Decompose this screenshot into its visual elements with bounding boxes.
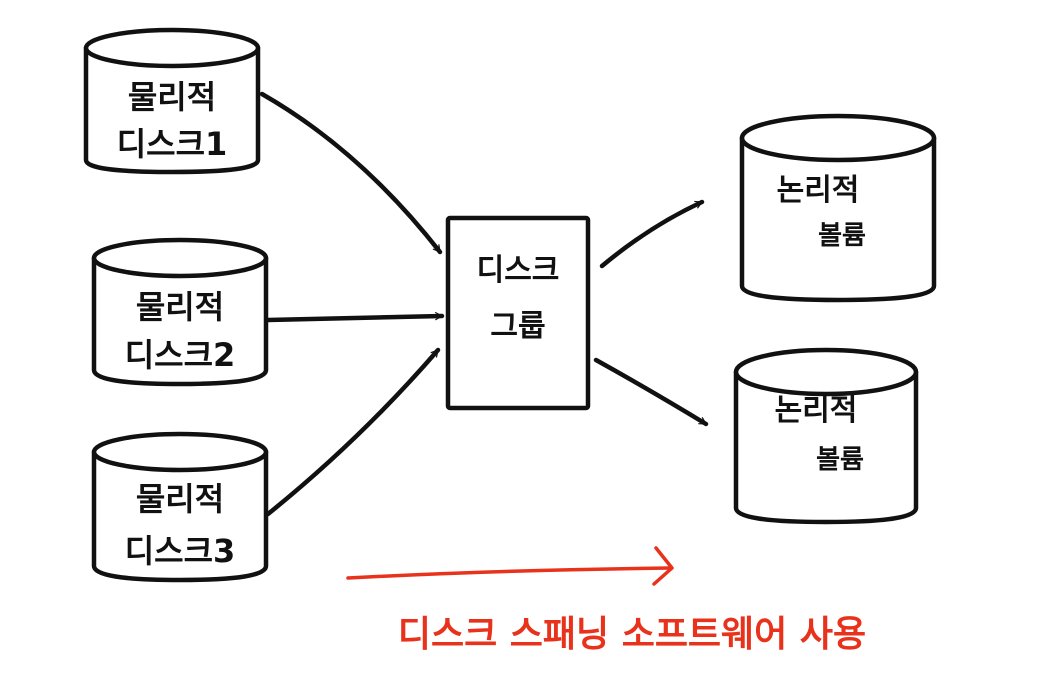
physical-disk-1-label-2: 디스크1	[117, 125, 228, 163]
arrow-disk2-to-group	[265, 311, 445, 323]
logical-volume-1: 논리적 볼륨	[739, 113, 937, 303]
disk-group: 디스크 그룹	[445, 215, 591, 411]
logical-volume-1-label-2: 볼륨	[818, 221, 866, 251]
physical-disk-2-label-2: 디스크2	[125, 336, 236, 374]
physical-disk-3-label-2: 디스크3	[125, 532, 236, 570]
logical-volume-2: 논리적 볼륨	[733, 347, 919, 525]
logical-volume-2-label-2: 볼륨	[816, 445, 864, 475]
arrow-disk3-to-group	[265, 347, 441, 517]
arrow-disk1-to-group	[259, 91, 443, 255]
arrow-group-to-volume-1	[599, 199, 705, 269]
physical-disk-2: 물리적 디스크2	[91, 237, 269, 387]
arrow-group-to-volume-2	[593, 357, 709, 427]
red-arrow	[346, 546, 674, 586]
logical-volume-2-label-1: 논리적	[775, 393, 858, 428]
disk-group-label-2: 그룹	[490, 309, 545, 344]
logical-volume-1-label-1: 논리적	[777, 173, 860, 208]
physical-disk-2-label-1: 물리적	[136, 288, 224, 326]
physical-disk-3-label-1: 물리적	[136, 480, 224, 518]
physical-disk-1: 물리적 디스크1	[83, 27, 261, 175]
disk-group-label-1: 디스크	[477, 253, 560, 288]
physical-disk-3: 물리적 디스크3	[91, 431, 269, 583]
physical-disk-1-label-1: 물리적	[128, 78, 216, 116]
caption: 디스크 스패닝 소프트웨어 사용	[398, 614, 866, 655]
